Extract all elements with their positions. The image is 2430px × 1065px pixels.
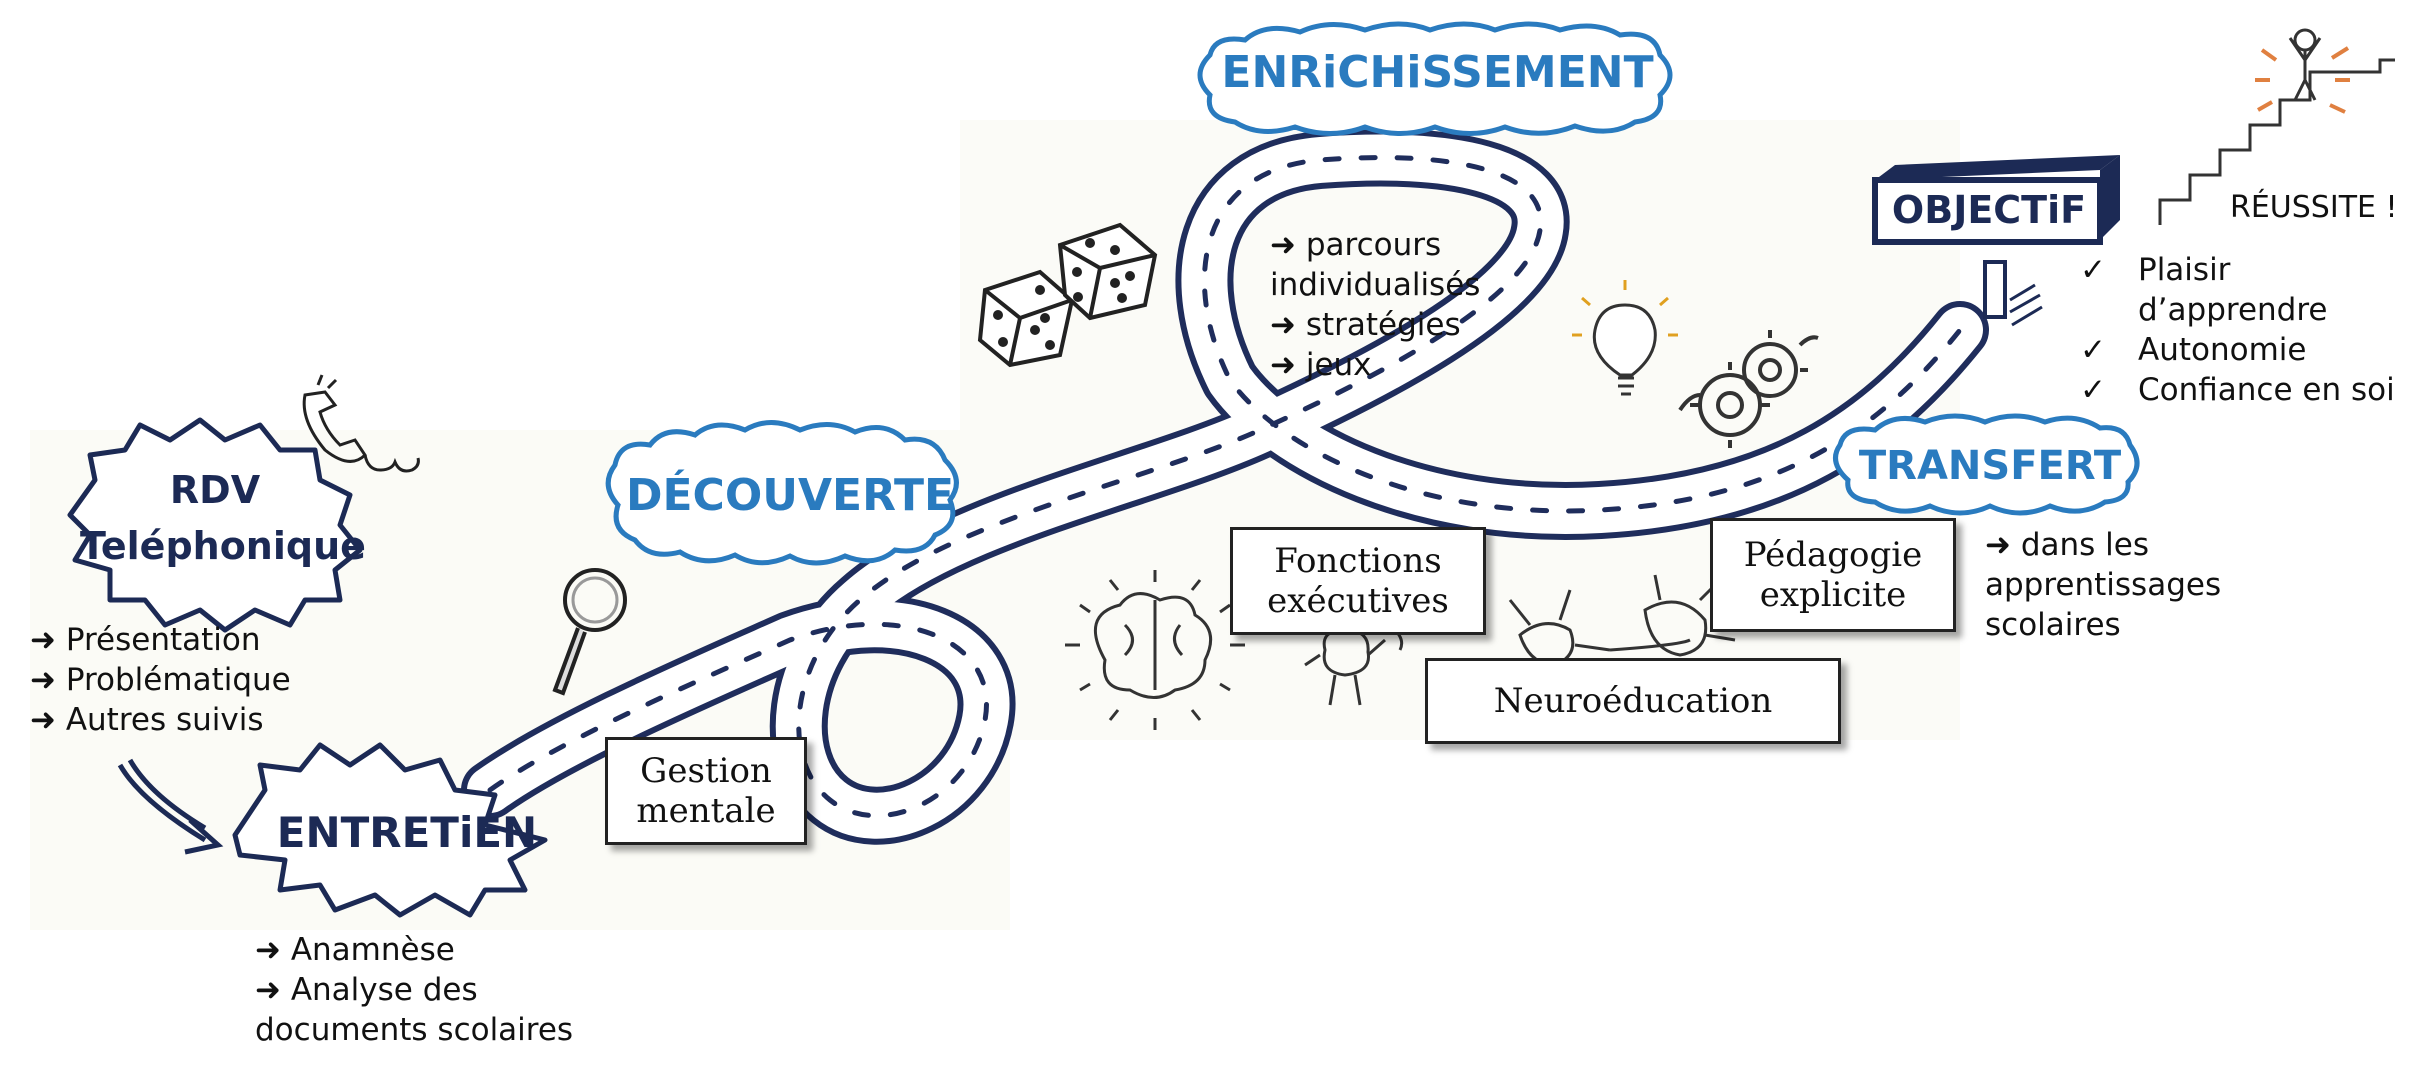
check-icon: ✓ <box>2080 332 2106 368</box>
check-item: ✓ Plaisir <box>2080 250 2395 290</box>
list-item: ➜ Autres suivis <box>30 702 264 738</box>
rdv-badge-label: RDV Teléphonique <box>80 462 366 574</box>
brain-icon <box>1065 570 1245 730</box>
rdv-badge <box>67 417 363 633</box>
check-text: Plaisir <box>2138 252 2231 288</box>
rdv-list: ➜ Présentation ➜ Problématique ➜ Autres … <box>30 620 291 740</box>
character-icon <box>2288 28 2322 101</box>
enrichissement-badge <box>1197 21 1673 136</box>
neuroeducation-box: Neuroéducation <box>1425 658 1841 744</box>
list-item: documents scolaires <box>255 1012 574 1048</box>
list-item: ➜ parcours <box>1270 227 1442 263</box>
gestion-mentale-box: Gestion mentale <box>605 737 807 845</box>
winding-road <box>461 128 1989 845</box>
dice-icon <box>977 222 1158 368</box>
reussite-label: RÉUSSITE ! <box>2230 190 2398 225</box>
transfert-label: TRANSFERT <box>1858 443 2122 489</box>
arrow-icon <box>117 758 224 855</box>
list-item: ➜ dans les <box>1985 527 2149 563</box>
check-text: Confiance en soi <box>2138 372 2395 408</box>
list-item: ➜ jeux <box>1270 347 1372 383</box>
magnifier-icon <box>552 568 627 696</box>
list-item: ➜ Présentation <box>30 622 261 658</box>
gears-icon <box>1678 330 1819 448</box>
entretien-list: ➜ Anamnèse ➜ Analyse des documents scola… <box>255 930 573 1050</box>
list-item: individualisés <box>1270 267 1481 303</box>
check-icon: ✓ <box>2080 372 2106 408</box>
transfert-list: ➜ dans les apprentissages scolaires <box>1985 525 2221 645</box>
check-text: Autonomie <box>2138 332 2307 368</box>
decouverte-badge <box>605 420 959 566</box>
entretien-badge <box>232 742 548 918</box>
objectif-sign <box>1872 155 2120 327</box>
check-item: d’apprendre <box>2080 290 2395 330</box>
enrichissement-list: ➜ parcours individualisés ➜ stratégies ➜… <box>1270 225 1480 385</box>
list-item: scolaires <box>1985 607 2121 643</box>
rdv-line2: Teléphonique <box>80 524 366 568</box>
fonctions-executives-box: Fonctions exécutives <box>1230 527 1486 635</box>
transfert-badge <box>1833 413 2140 516</box>
check-icon: ✓ <box>2080 252 2106 288</box>
stairs-icon <box>2158 58 2395 225</box>
list-item: apprentissages <box>1985 567 2222 603</box>
check-item: ✓ Confiance en soi <box>2080 370 2395 410</box>
check-item: ✓ Autonomie <box>2080 330 2395 370</box>
objectif-label: OBJECTiF <box>1891 188 2087 232</box>
pedagogie-explicite-box: Pédagogie explicite <box>1710 518 1956 632</box>
lightbulb-icon <box>1572 280 1678 396</box>
reussite-list: ✓ Plaisir d’apprendre ✓ Autonomie ✓ Confian… <box>2080 250 2395 410</box>
entretien-label: ENTRETiEN <box>276 808 538 857</box>
decouverte-label: DÉCOUVERTE <box>625 470 955 521</box>
check-text: d’apprendre <box>2138 292 2328 328</box>
list-item: ➜ Anamnèse <box>255 932 455 968</box>
enrichissement-label: ENRiCHiSSEMENT <box>1221 47 1654 98</box>
rdv-line1: RDV <box>169 468 261 512</box>
list-item: ➜ Problématique <box>30 662 291 698</box>
phone-icon <box>302 374 420 473</box>
spark-lines <box>2255 46 2350 114</box>
list-item: ➜ Analyse des <box>255 972 478 1008</box>
list-item: ➜ stratégies <box>1270 307 1461 343</box>
